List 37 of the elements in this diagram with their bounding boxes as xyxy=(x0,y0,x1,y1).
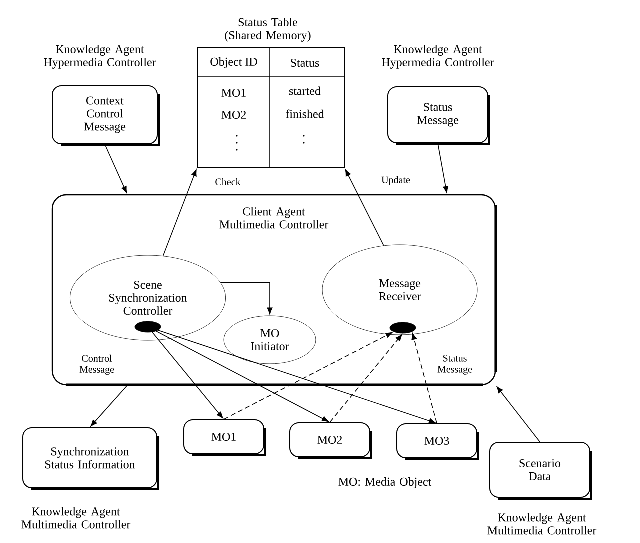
agent-caption: Knowledge Agent Hypermedia Controller xyxy=(44,45,156,69)
edge-label: Check xyxy=(214,177,242,187)
table-cell: MO2 xyxy=(222,110,246,120)
arrow xyxy=(156,331,329,422)
arrow xyxy=(162,170,197,257)
arrow xyxy=(496,386,540,442)
table-cell: MO1 xyxy=(222,88,246,98)
media-object-box: MO1 xyxy=(184,420,264,454)
note-label: Status Message xyxy=(438,355,472,375)
node-label: Status Table (Shared Memory) xyxy=(225,18,311,42)
table-cell: Status xyxy=(291,58,320,68)
agent-caption: Knowledge Agent Multimedia Controller xyxy=(488,513,597,535)
table-cell: started xyxy=(290,86,321,96)
arrow xyxy=(158,330,436,424)
information-box: Synchronization Status Information xyxy=(22,428,158,488)
edge-label: Update xyxy=(380,175,412,187)
note-label: Control Message xyxy=(80,354,114,376)
arrow xyxy=(220,282,273,315)
table-cell: finished xyxy=(286,110,324,118)
note-label: MO: Media Object xyxy=(338,478,432,488)
arrow xyxy=(152,332,224,419)
table-cell: Object ID xyxy=(210,58,258,68)
port-dot xyxy=(134,321,162,333)
arrow xyxy=(345,170,384,246)
arrow xyxy=(104,144,128,194)
message-box: Status Message xyxy=(388,86,488,144)
data-box: Scenario Data xyxy=(490,442,590,498)
arrow xyxy=(330,334,402,423)
arrow xyxy=(90,385,128,427)
media-object-box: MO2 xyxy=(290,422,370,458)
agent-caption: Knowledge Agent Multimedia Controller xyxy=(22,507,131,529)
agent-caption: Knowledge Agent Hypermedia Controller xyxy=(382,45,494,69)
media-object-box: MO3 xyxy=(396,424,478,458)
arrow xyxy=(438,143,449,194)
message-box: Context Control Message xyxy=(52,86,158,144)
arrow xyxy=(412,333,438,424)
arrow xyxy=(224,332,393,420)
